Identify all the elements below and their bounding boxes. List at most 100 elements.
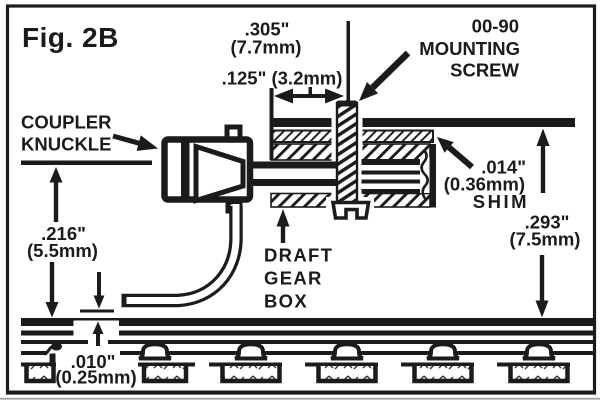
arrow-head [93, 295, 105, 309]
underframe-height-arrow-down [535, 255, 549, 318]
dim-trip-pin-gap-metric: (0.25mm) [55, 367, 136, 388]
coupler-knuckle-arrow [112, 133, 158, 151]
tie-wood-fill [320, 366, 374, 380]
box-break-line [420, 149, 429, 201]
label-dim-box-width: .305" (7.7mm) [231, 19, 302, 58]
cavity-bar [361, 159, 420, 165]
mounting-screw-arrow [359, 50, 411, 101]
label-shim: .014" (0.36mm) SHIM [444, 157, 529, 213]
draft-gear-box-word3: BOX [264, 291, 308, 312]
tie-wood-fill [416, 366, 470, 380]
cavity-bar [361, 170, 420, 175]
arrow-head [136, 135, 158, 151]
railhead-segment [119, 318, 593, 326]
trip-pin [121, 204, 243, 308]
trip-pin-gap-arrow-up [92, 321, 104, 346]
tie [508, 366, 570, 384]
dim-coupler-height-metric: (5.5mm) [27, 240, 98, 261]
tie-top-line [305, 362, 378, 367]
trip-pin-gap-arrow-down [93, 272, 105, 309]
arrow-head [536, 128, 550, 146]
screw-centerline [346, 21, 350, 103]
cavity-bar [361, 179, 420, 184]
tie-plate-segment [263, 351, 335, 355]
cavity-bar [361, 189, 420, 194]
dim-coupler-height-value: .216" [41, 223, 86, 244]
arrow-head [437, 137, 454, 153]
draft-gear-box-arrow [276, 209, 290, 243]
label-dim-screw-offset: .125" (3.2mm) [222, 68, 343, 89]
coupler-knuckle-word2: KNUCKLE [21, 134, 111, 155]
tie [141, 366, 189, 384]
spike-head [330, 342, 364, 361]
label-draft-gear-box: DRAFT GEAR BOX [264, 245, 332, 312]
shim-word: SHIM [473, 191, 529, 212]
arrow-shaft [96, 333, 100, 346]
shank-bottom-bar [240, 179, 341, 186]
tie-outline [220, 366, 282, 384]
dim-leader-tick [308, 87, 312, 97]
railhead-segment [21, 318, 74, 326]
arrow-shaft [53, 182, 59, 222]
label-mounting-screw: 00-90 MOUNTING SCREW [419, 16, 520, 81]
rail-base-segment [21, 340, 88, 344]
spike-head [522, 342, 556, 361]
tie-plate-segment [455, 351, 527, 355]
tie-outline [508, 366, 570, 384]
rail-end-cross-section [21, 342, 62, 384]
rail-end-spike-blob [51, 342, 62, 351]
scan-edge-artifact [0, 397, 600, 400]
figure-border [0, 4, 600, 400]
tie-plate-segment [359, 351, 431, 355]
trip-pin-core [126, 204, 240, 304]
coupler-knuckle-body [193, 143, 246, 204]
tie-outline [412, 366, 474, 384]
arrow-shaft [370, 50, 411, 91]
tie-top-line [401, 362, 474, 367]
extension-line-box-front [269, 88, 274, 160]
tie-outline [24, 366, 56, 384]
tie-plate-line [21, 351, 593, 355]
screw-head [330, 200, 371, 220]
tie-wood-fill [512, 366, 566, 380]
label-coupler-knuckle: COUPLER KNUCKLE [21, 112, 111, 155]
mounting-screw-word1: MOUNTING [419, 38, 520, 59]
track-ties [141, 366, 570, 384]
box-right-edge [429, 144, 436, 208]
rail-end-riser [49, 353, 56, 367]
tie-top-line [209, 362, 282, 367]
arrow-head [92, 321, 104, 334]
box-cavity-bars [361, 159, 420, 194]
arrow-shaft [447, 145, 474, 170]
rail-lines [21, 318, 593, 344]
tie-top-line [497, 362, 570, 367]
tie-plate-segment [551, 351, 593, 355]
arrow-shaft [97, 272, 101, 296]
tie-top-line [138, 362, 195, 367]
rail-base-segment [108, 340, 593, 344]
tie-wood-fill [146, 366, 184, 380]
dim-trip-pin-gap-value: .010" [71, 351, 116, 372]
tie-outline [316, 366, 378, 384]
draft-gear-box-word2: GEAR [264, 268, 323, 289]
tie-top-lines [138, 362, 570, 367]
rail-web-segment [21, 330, 74, 336]
tie [220, 366, 282, 384]
border-bottom-band [8, 390, 594, 395]
label-dim-coupler-height: .216" (5.5mm) [27, 223, 98, 261]
shim-arrow [437, 137, 474, 170]
arrow-shaft [280, 226, 286, 243]
tie-outline [141, 366, 189, 384]
dim-box-width-metric: (7.7mm) [231, 37, 302, 58]
spike-head [138, 342, 172, 361]
spike-head [234, 342, 268, 361]
dim-underframe-height-value: .293" [525, 212, 570, 233]
shim-thickness-metric: (0.36mm) [444, 174, 525, 195]
trip-pin-datum-tick [80, 309, 114, 313]
dim-arrowhead-left [274, 88, 293, 104]
arrow-head [49, 167, 63, 183]
rail-end-hook [43, 345, 53, 356]
arrow-head [359, 82, 379, 101]
coupler-height-arrow-down [45, 262, 59, 318]
